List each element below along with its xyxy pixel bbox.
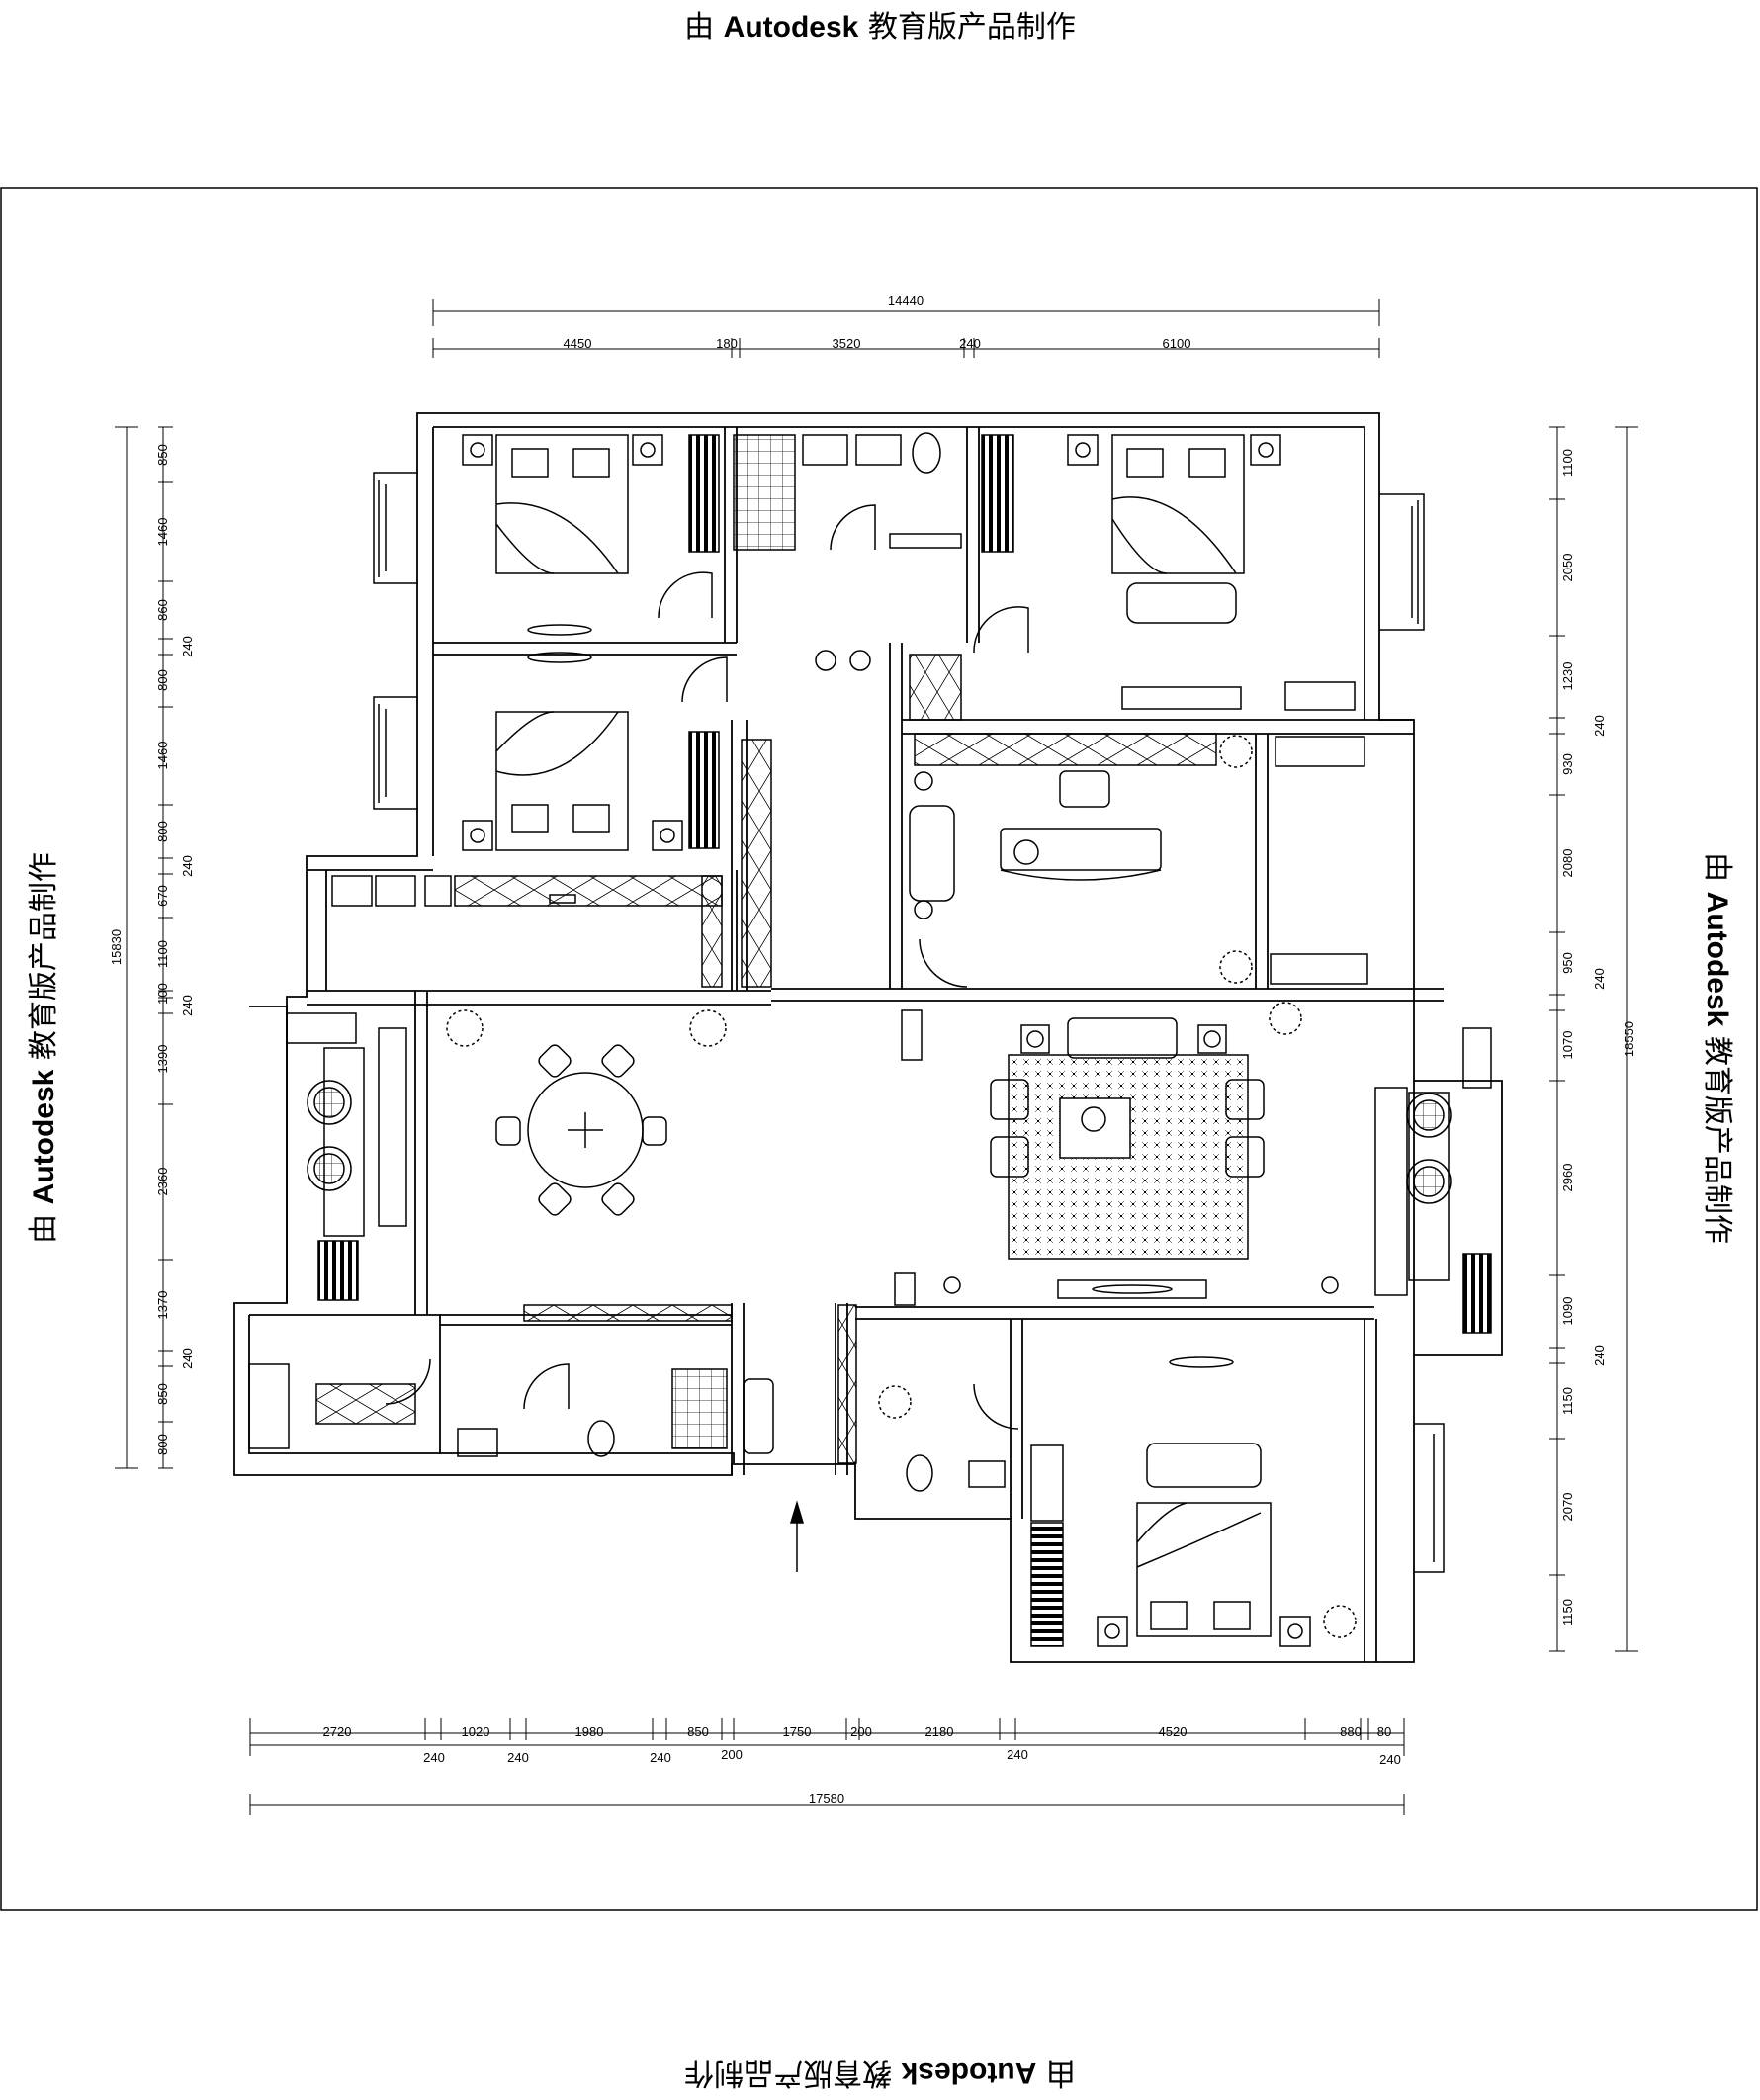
right-dimension-labels: 18550 1100 2050 1230 240 930 2080 950 24… [1560,449,1636,1626]
study-room [909,733,1368,988]
living-room [894,1002,1339,1306]
dim-bottom-overall: 17580 [809,1792,844,1806]
bedroom-bottom-right [1030,1356,1357,1647]
dim-left-segment: 240 [180,995,195,1016]
dim-left-segment: 1100 [155,940,170,968]
dim-right-segment: 1150 [1560,1387,1575,1415]
dim-left-segment: 2360 [155,1168,170,1196]
dim-top-segment: 4450 [564,336,592,351]
dim-top-segment: 180 [716,336,738,351]
dim-bottom-wall: 200 [721,1747,743,1762]
dim-right-segment: 2050 [1560,554,1575,582]
dim-top-segment: 6100 [1163,336,1191,351]
dim-bottom-segment: 880 [1340,1724,1362,1739]
dim-left-segment: 1370 [155,1291,170,1320]
dim-left-segment: 800 [155,821,170,842]
dim-right-segment: 240 [1592,968,1607,990]
dim-right-segment: 930 [1560,753,1575,775]
dim-right-segment: 2080 [1560,849,1575,878]
dim-right-segment: 1100 [1560,449,1575,477]
bathroom-top [733,432,962,551]
dim-top-overall: 14440 [888,293,924,307]
bedroom-left-middle [462,652,720,851]
dim-left-segment: 1460 [155,742,170,770]
dim-bottom-segment: 1980 [575,1724,604,1739]
dim-top-segment: 240 [959,336,981,351]
dim-right-overall: 18550 [1622,1021,1636,1057]
dim-left-segment: 850 [155,1383,170,1405]
bathroom-bottom-left [248,1358,774,1457]
watermark-prefix: 由 [684,10,715,44]
dim-bottom-segment: 1750 [783,1724,812,1739]
dim-left-overall: 15830 [109,929,124,965]
entrance-arrow [789,1500,805,1572]
left-dimension-labels: 15830 850 1460 860 240 800 1460 800 240 … [109,444,195,1455]
dim-left-segment: 240 [180,855,195,877]
watermark-brand: Autodesk [723,11,859,44]
corridor-fixtures [681,650,962,988]
dim-left-segment: 800 [155,669,170,691]
dim-right-segment: 1070 [1560,1031,1575,1060]
dim-left-segment: 670 [155,885,170,907]
dim-left-segment: 240 [180,1348,195,1369]
bedroom-top-right [658,434,1356,711]
dim-bottom-segment: 2180 [925,1724,954,1739]
balcony-right [1374,1027,1492,1334]
bottom-dimension-labels: 2720 1020 1980 850 1750 200 2180 4520 88… [323,1724,1401,1806]
dim-bottom-wall: 240 [507,1750,529,1765]
watermark-top: 由 Autodesk 教育版产品制作 [0,2,1760,45]
dim-right-segment: 240 [1592,715,1607,737]
bedroom-top-left [462,434,720,636]
balcony-left [286,1012,407,1301]
bay-windows [373,472,1445,1573]
dim-left-segment: 800 [155,1434,170,1455]
dim-bottom-segment: 200 [850,1724,872,1739]
dim-bottom-segment: 2720 [323,1724,352,1739]
dim-bottom-wall: 240 [1379,1752,1401,1767]
dim-right-segment: 2070 [1560,1493,1575,1522]
dim-bottom-segment: 1020 [462,1724,490,1739]
dim-left-segment: 100 [155,983,170,1005]
dim-left-segment: 850 [155,444,170,466]
dim-top-segment: 3520 [833,336,861,351]
dim-left-segment: 240 [180,636,195,657]
dim-right-segment: 2960 [1560,1164,1575,1192]
bathroom-bottom-middle [837,1304,1019,1492]
dim-left-segment: 1460 [155,518,170,547]
dimension-lines [115,299,1638,1815]
walls [233,412,1503,1663]
dim-bottom-wall: 240 [650,1750,671,1765]
dim-right-segment: 1150 [1560,1599,1575,1626]
dim-bottom-segment: 4520 [1159,1724,1188,1739]
dining-room [446,1009,733,1322]
kitchen [331,875,723,988]
dim-right-segment: 950 [1560,952,1575,974]
dim-left-segment: 860 [155,599,170,621]
dim-right-segment: 1230 [1560,662,1575,691]
dim-right-segment: 1090 [1560,1297,1575,1326]
dim-bottom-wall: 240 [1007,1747,1028,1762]
dim-right-segment: 240 [1592,1345,1607,1366]
top-dimension-labels: 14440 4450 180 3520 240 6100 [564,293,1191,351]
dim-left-segment: 1390 [155,1045,170,1074]
dim-bottom-wall: 240 [423,1750,445,1765]
watermark-suffix: 教育版产品制作 [867,10,1076,44]
dim-bottom-segment: 850 [687,1724,709,1739]
sheet-border [0,187,1758,1911]
dim-bottom-segment: 80 [1377,1724,1391,1739]
